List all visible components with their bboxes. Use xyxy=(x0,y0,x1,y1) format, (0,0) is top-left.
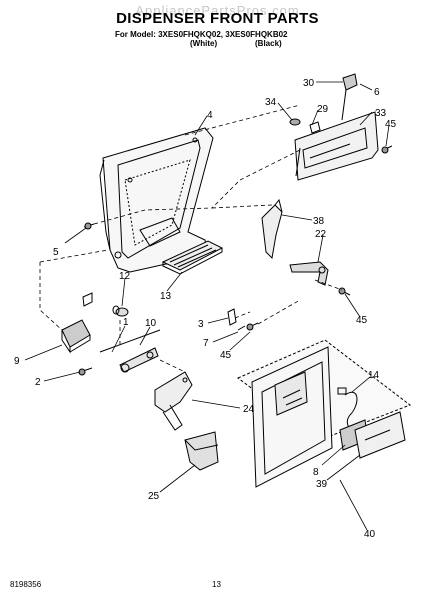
screw-part-45-lower xyxy=(246,322,259,331)
callout-1: 1 xyxy=(123,317,129,328)
actuator-paddle-part-24 xyxy=(154,371,193,431)
callout-24: 24 xyxy=(243,404,255,415)
latch-part-30 xyxy=(341,73,358,121)
model-line: For Model: 3XES0FHQKQ02, 3XES0FHQKB02 xyxy=(115,30,288,39)
callout-25: 25 xyxy=(148,491,160,502)
pin-part-29 xyxy=(309,121,321,134)
callout-6: 6 xyxy=(374,87,380,98)
callout-numbers: 30 6 34 29 33 45 4 38 5 22 12 13 45 1 3 … xyxy=(14,78,397,540)
callout-2: 2 xyxy=(35,377,41,388)
page-number: 13 xyxy=(212,580,221,589)
clip-part-7 xyxy=(237,325,246,331)
callout-13: 13 xyxy=(160,291,172,302)
callout-7: 7 xyxy=(203,338,209,349)
callout-10: 10 xyxy=(145,318,157,329)
callout-4: 4 xyxy=(207,110,213,121)
screw-part-45-upper xyxy=(381,145,393,154)
drip-tray-part-13 xyxy=(161,240,224,275)
callout-33: 33 xyxy=(375,108,387,119)
watermark-text: AppliancePartsPros.com xyxy=(135,3,300,18)
bracket-part-38 xyxy=(261,198,283,260)
callout-40: 40 xyxy=(364,529,376,540)
callout-22: 22 xyxy=(315,229,327,240)
callout-3: 3 xyxy=(198,319,204,330)
callout-14: 14 xyxy=(368,370,380,381)
callout-29: 29 xyxy=(317,104,329,115)
callout-30: 30 xyxy=(303,78,315,89)
diagram-title: DISPENSER FRONT PARTS xyxy=(116,10,319,27)
callout-45-lower: 45 xyxy=(220,350,232,361)
callout-45-middle: 45 xyxy=(356,315,368,326)
callout-leader-lines xyxy=(24,81,390,531)
document-number: 8198356 xyxy=(10,580,42,589)
callout-12: 12 xyxy=(119,271,131,282)
control-housing-part-33 xyxy=(294,111,379,181)
assembly-guide-lines xyxy=(39,104,343,373)
callout-38: 38 xyxy=(313,216,325,227)
callout-45-upper: 45 xyxy=(385,119,397,130)
lever-arm-part-22 xyxy=(289,261,329,286)
membrane-panel-part-39 xyxy=(354,411,406,459)
callout-39: 39 xyxy=(316,479,328,490)
variant-black: (Black) xyxy=(255,39,282,48)
bushing-part-12 xyxy=(112,305,129,317)
lever-assembly-part-10 xyxy=(99,329,161,373)
callout-34: 34 xyxy=(265,97,277,108)
front-panel-part-40 xyxy=(237,339,412,488)
screw-part-2 xyxy=(78,367,93,376)
switch-block-part-9 xyxy=(61,292,93,354)
callout-9: 9 xyxy=(14,356,20,367)
funnel-part-25 xyxy=(184,431,219,471)
screw-part-45-middle xyxy=(338,287,351,296)
clip-part-3 xyxy=(227,308,237,326)
housing-frame-part-4 xyxy=(99,127,214,273)
callout-8: 8 xyxy=(313,467,319,478)
variant-white: (White) xyxy=(190,39,218,48)
spring-part-34 xyxy=(289,118,301,126)
callout-5: 5 xyxy=(53,247,59,258)
screw-part-5 xyxy=(83,222,95,230)
